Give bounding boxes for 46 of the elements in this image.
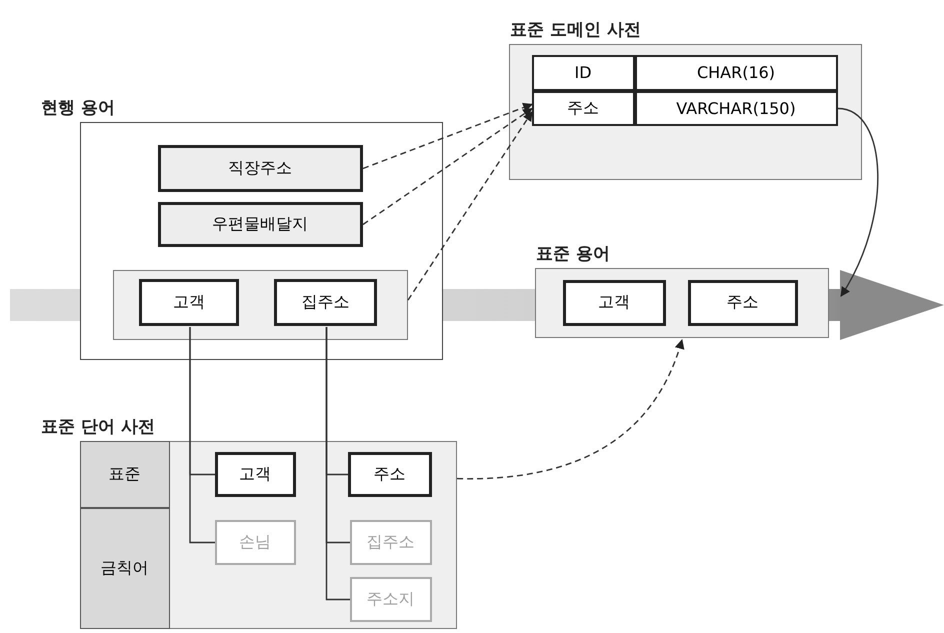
term-label: CHAR(16) [696, 63, 776, 82]
term-label: 주소 [726, 292, 758, 313]
connector-line [326, 327, 350, 600]
term-label: 주소 [567, 98, 599, 118]
table-cell [634, 54, 838, 90]
arrow [457, 339, 684, 480]
arrow [407, 111, 533, 300]
term-label: ID [574, 63, 592, 82]
arrow [362, 102, 533, 170]
arrow [838, 108, 878, 297]
term-label: 직장주소 [228, 158, 292, 178]
term-label: VARCHAR(150) [676, 98, 796, 118]
row-header-cell [80, 440, 170, 508]
term-box [214, 520, 296, 564]
term-box [348, 452, 432, 496]
group-heading: 표준 단어 사전 [41, 416, 155, 438]
term-box [139, 279, 239, 326]
term-box [350, 520, 432, 564]
term-box [158, 202, 362, 246]
term-box [214, 452, 296, 496]
term-box [274, 279, 377, 326]
term-label: 손님 [239, 532, 271, 552]
group-heading: 표준 도메인 사전 [510, 19, 641, 41]
table-cell [532, 54, 634, 90]
term-label: 주소 [374, 464, 406, 484]
term-box [158, 144, 362, 192]
term-box [350, 576, 432, 622]
table-cell [634, 90, 838, 126]
term-label: 금칙어 [100, 558, 148, 578]
term-label: 표준 [108, 464, 140, 484]
term-box [562, 280, 666, 326]
group-heading: 표준 용어 [536, 243, 610, 265]
term-label: 집주소 [302, 292, 350, 313]
term-box [688, 280, 798, 326]
row-header-cell [80, 508, 170, 628]
arrow [362, 108, 533, 226]
connector-line [189, 327, 215, 544]
term-label: 고객 [239, 464, 271, 484]
group-box [112, 270, 408, 340]
term-label: 고객 [598, 292, 630, 313]
table-cell [532, 90, 634, 126]
term-label: 집주소 [366, 532, 414, 552]
term-label: 주소지 [366, 588, 414, 610]
group-heading: 현행 용어 [41, 97, 115, 119]
term-label: 우편물배달지 [212, 214, 308, 234]
term-label: 고객 [173, 292, 205, 313]
